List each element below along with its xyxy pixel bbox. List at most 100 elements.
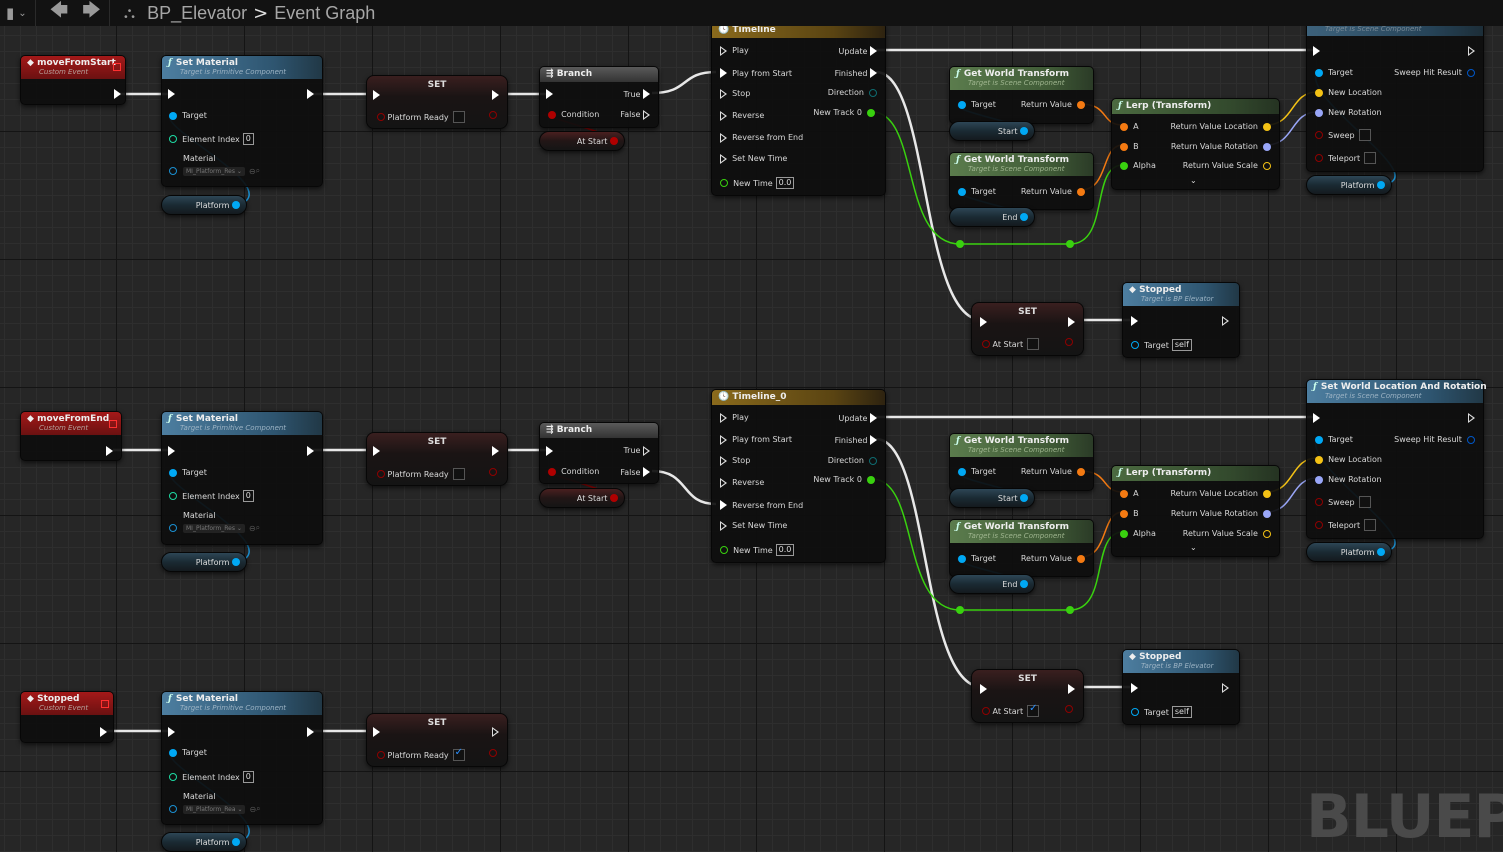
exec-in-pin[interactable]	[1313, 413, 1320, 423]
delegate-pin-icon[interactable]	[109, 420, 117, 428]
set-at-start-node[interactable]: SET At Start	[971, 669, 1084, 723]
condition-pin[interactable]	[548, 467, 556, 476]
update-exec-pin[interactable]	[870, 46, 877, 56]
exec-out-pin[interactable]	[492, 727, 499, 737]
arrow-left-icon[interactable]: 🡄	[49, 0, 69, 21]
teleport-pin[interactable]	[1315, 154, 1323, 162]
chevron-down-icon[interactable]: ⌄	[18, 7, 27, 19]
platform-ready-checkbox[interactable]	[452, 111, 465, 123]
stop-exec-pin[interactable]	[720, 456, 727, 466]
event-node-stopped[interactable]: ◆ Stopped Custom Event	[20, 691, 114, 743]
at-start-out-pin[interactable]	[610, 494, 618, 502]
element-index-input[interactable]: 0	[242, 490, 254, 502]
b-pin[interactable]	[1120, 142, 1128, 151]
play-from-start-exec-pin[interactable]	[720, 68, 727, 78]
bool-out-pin[interactable]	[489, 468, 497, 476]
teleport-checkbox[interactable]	[1364, 152, 1377, 164]
exec-out-pin[interactable]	[114, 89, 121, 99]
target-pin[interactable]	[958, 467, 966, 476]
exec-in-pin[interactable]	[168, 446, 175, 456]
target-self-input[interactable]: self	[1171, 339, 1192, 351]
bool-out-pin[interactable]	[489, 111, 497, 119]
timeline-node[interactable]: 🕓 Timeline Play Play from Start Stop Rev…	[711, 22, 886, 196]
exec-out-pin[interactable]	[1468, 46, 1475, 56]
play-exec-pin[interactable]	[720, 413, 727, 423]
sweep-pin[interactable]	[1315, 131, 1323, 139]
bool-out-pin[interactable]	[489, 749, 497, 757]
bool-in-pin[interactable]	[982, 340, 990, 348]
condition-pin[interactable]	[548, 110, 556, 119]
target-self-input[interactable]: self	[1171, 706, 1192, 718]
event-node-move-from-start[interactable]: ◆ moveFromStart Custom Event	[20, 55, 126, 105]
true-exec-pin[interactable]	[643, 89, 650, 99]
exec-in-pin[interactable]	[1131, 683, 1138, 693]
end-out-pin[interactable]	[1020, 213, 1028, 221]
material-pin[interactable]	[169, 167, 177, 175]
b-pin[interactable]	[1120, 509, 1128, 518]
element-index-pin[interactable]	[169, 773, 177, 781]
reverse-from-end-exec-pin[interactable]	[720, 133, 727, 143]
get-platform-variable[interactable]: Platform	[161, 552, 247, 572]
get-start-variable[interactable]: Start	[949, 121, 1035, 141]
start-out-pin[interactable]	[1020, 494, 1028, 502]
exec-in-pin[interactable]	[546, 446, 553, 456]
delegate-pin-icon[interactable]	[101, 700, 109, 708]
exec-in-pin[interactable]	[373, 90, 380, 100]
target-pin[interactable]	[1131, 341, 1139, 349]
a-pin[interactable]	[1120, 489, 1128, 498]
branch-node[interactable]: ⇶ Branch True Condition False	[539, 422, 659, 484]
target-pin[interactable]	[1131, 708, 1139, 716]
new-rotation-pin[interactable]	[1315, 475, 1323, 484]
set-at-start-node[interactable]: SET At Start	[971, 302, 1084, 356]
breadcrumb-graph[interactable]: Event Graph	[274, 2, 376, 23]
alpha-pin[interactable]	[1120, 161, 1128, 170]
sweep-checkbox[interactable]	[1358, 129, 1371, 141]
set-platform-ready-node[interactable]: SET Platform Ready	[366, 432, 508, 486]
exec-in-pin[interactable]	[168, 89, 175, 99]
at-start-checkbox[interactable]	[1027, 338, 1040, 350]
get-platform-variable[interactable]: Platform	[1306, 175, 1392, 195]
location-out-pin[interactable]	[1263, 122, 1271, 131]
exec-out-pin[interactable]	[307, 727, 314, 737]
new-time-pin[interactable]	[720, 546, 728, 554]
breadcrumb-blueprint[interactable]: BP_Elevator	[147, 2, 248, 23]
false-exec-pin[interactable]	[643, 467, 650, 477]
use-selected-icon[interactable]: ⊖	[248, 523, 256, 533]
exec-out-pin[interactable]	[1068, 317, 1075, 327]
arrow-right-icon[interactable]: 🡆	[82, 0, 101, 21]
set-platform-ready-node[interactable]: SET Platform Ready	[366, 713, 508, 767]
a-pin[interactable]	[1120, 122, 1128, 131]
exec-out-pin[interactable]	[492, 446, 499, 456]
play-exec-pin[interactable]	[720, 46, 727, 56]
get-at-start-variable[interactable]: At Start	[539, 131, 625, 151]
get-platform-variable[interactable]: Platform	[1306, 542, 1392, 562]
target-pin[interactable]	[958, 187, 966, 196]
location-out-pin[interactable]	[1263, 489, 1271, 498]
at-start-checkbox[interactable]	[1027, 703, 1040, 717]
exec-in-pin[interactable]	[546, 89, 553, 99]
material-dropdown[interactable]: MI_Platform_Rea ⌄	[183, 804, 246, 814]
set-platform-ready-node[interactable]: SET Platform Ready	[366, 75, 508, 129]
end-out-pin[interactable]	[1020, 580, 1028, 588]
element-index-pin[interactable]	[169, 492, 177, 500]
bool-in-pin[interactable]	[377, 113, 385, 121]
finished-exec-pin[interactable]	[870, 68, 877, 78]
exec-in-pin[interactable]	[373, 446, 380, 456]
platform-ready-checkbox[interactable]	[452, 468, 465, 480]
exec-in-pin[interactable]	[980, 684, 987, 694]
exec-in-pin[interactable]	[1313, 46, 1320, 56]
track-pin[interactable]	[867, 475, 875, 484]
bool-out-pin[interactable]	[1065, 338, 1073, 346]
exec-out-pin[interactable]	[1068, 684, 1075, 694]
target-pin[interactable]	[958, 554, 966, 563]
exec-out-pin[interactable]	[307, 446, 314, 456]
return-value-pin[interactable]	[1077, 554, 1085, 563]
